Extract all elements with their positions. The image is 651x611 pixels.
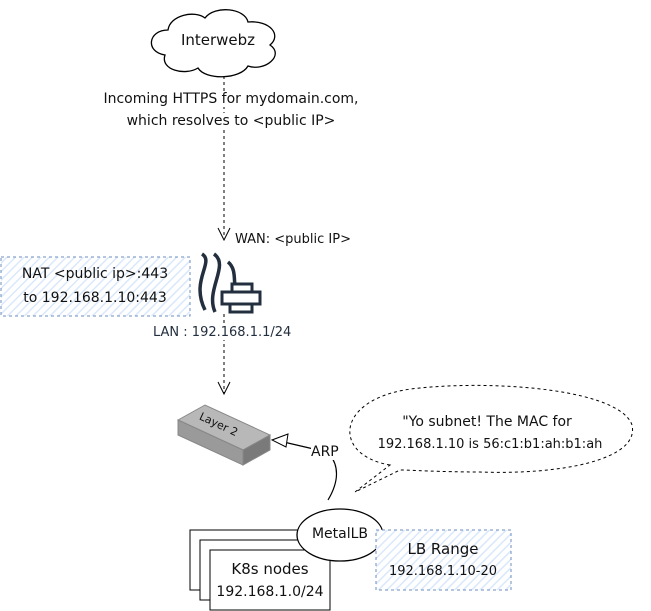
metallb-label: MetalLB [311, 526, 369, 542]
lb-range-box [375, 529, 512, 591]
arrow-head [270, 433, 289, 448]
arrow-head [217, 227, 231, 242]
lan-label: LAN : 192.168.1.1/24 [153, 325, 292, 340]
incoming-label-line1: Incoming HTTPS for mydomain.com, [103, 91, 359, 107]
arrow-head [217, 381, 231, 396]
nat-label-line2: to 192.168.1.10:443 [23, 290, 167, 306]
nat-box [0, 256, 191, 317]
cloud-shape [150, 9, 276, 78]
lb-range-value: 192.168.1.10-20 [388, 564, 498, 579]
cloud-label: Interwebz [180, 31, 256, 49]
nodes-label-line1: K8s nodes [231, 560, 309, 578]
arp-label: ARP [311, 444, 339, 460]
node-card [209, 549, 331, 611]
speech-line1: "Yo subnet! The MAC for [402, 414, 572, 430]
nodes-label-line2: 192.168.1.0/24 [216, 584, 324, 600]
lb-range-label: LB Range [407, 540, 479, 558]
speech-line2: 192.168.1.10 is 56:c1:b1:ah:b1:ah [377, 437, 603, 452]
speech-bubble [349, 384, 633, 493]
nat-label-line1: NAT <public ip>:443 [21, 266, 169, 282]
wan-label: WAN: <public IP> [235, 232, 351, 247]
incoming-label-line2: which resolves to <public IP> [126, 113, 336, 129]
firewall-icon [198, 252, 262, 314]
network-switch-icon [176, 404, 272, 466]
